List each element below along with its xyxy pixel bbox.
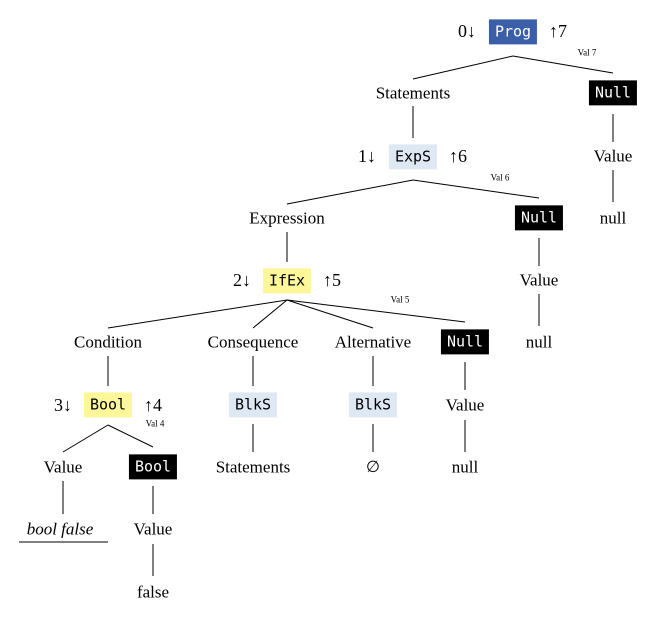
null-text-mid: null [525, 332, 553, 352]
edge-exps-expression [286, 179, 414, 205]
exps-pre-order: 1↓ [358, 146, 376, 166]
bool-black-node: Bool [128, 454, 178, 480]
statements-low-node: Statements [215, 457, 291, 477]
value-mid-node: Value [519, 270, 559, 290]
value-bool-left-node: Value [43, 457, 83, 477]
null-top-node: Null [588, 80, 638, 106]
null-text-low: null [451, 457, 479, 477]
value-top-node: Value [593, 146, 633, 166]
ifex-node: IfEx [262, 268, 312, 294]
bool-pre-order: 3↓ [54, 395, 72, 415]
edge-exps-null [412, 179, 540, 199]
ifex-pre-order: 2↓ [233, 270, 251, 290]
bool-false-node: bool false [26, 519, 94, 539]
expression-node: Expression [249, 208, 325, 228]
prog-node: Prog [488, 19, 538, 45]
edge-ifex-condition [107, 299, 288, 329]
prog-post-order: ↑7 [549, 21, 567, 41]
edge-prog-statements [412, 55, 514, 80]
consequence-node: Consequence [207, 332, 299, 352]
empty-set-node: ∅ [366, 457, 380, 476]
edge-ifex-null [286, 299, 466, 323]
null-text-top: null [599, 208, 627, 228]
exps-val-label: Val 6 [490, 172, 510, 183]
ifex-val-label: Val 5 [390, 294, 410, 305]
blks-alternative-node: BlkS [348, 392, 398, 418]
exps-node: ExpS [388, 144, 438, 170]
value-bool-right-node: Value [133, 519, 173, 539]
edge-prog-null [512, 55, 614, 74]
edge-bool-boolblack [107, 424, 154, 448]
bool-post-order: ↑4 [144, 395, 162, 415]
edge-bool-value [62, 424, 109, 453]
null-mid-node: Null [514, 205, 564, 231]
null-low-node: Null [440, 329, 490, 355]
value-low-node: Value [445, 395, 485, 415]
prog-val-label: Val 7 [577, 47, 597, 58]
bool-val-label: Val 4 [145, 418, 165, 429]
prog-pre-order: 0↓ [458, 21, 476, 41]
false-text-node: false [136, 582, 170, 602]
statements-top-node: Statements [375, 83, 451, 103]
edge-ifex-consequence [252, 299, 288, 329]
blks-consequence-node: BlkS [228, 392, 278, 418]
exps-post-order: ↑6 [449, 146, 467, 166]
ifex-post-order: ↑5 [323, 270, 341, 290]
bool-node: Bool [83, 392, 133, 418]
edge-ifex-alternative [286, 299, 374, 329]
alternative-node: Alternative [334, 332, 412, 352]
condition-node: Condition [73, 332, 143, 352]
